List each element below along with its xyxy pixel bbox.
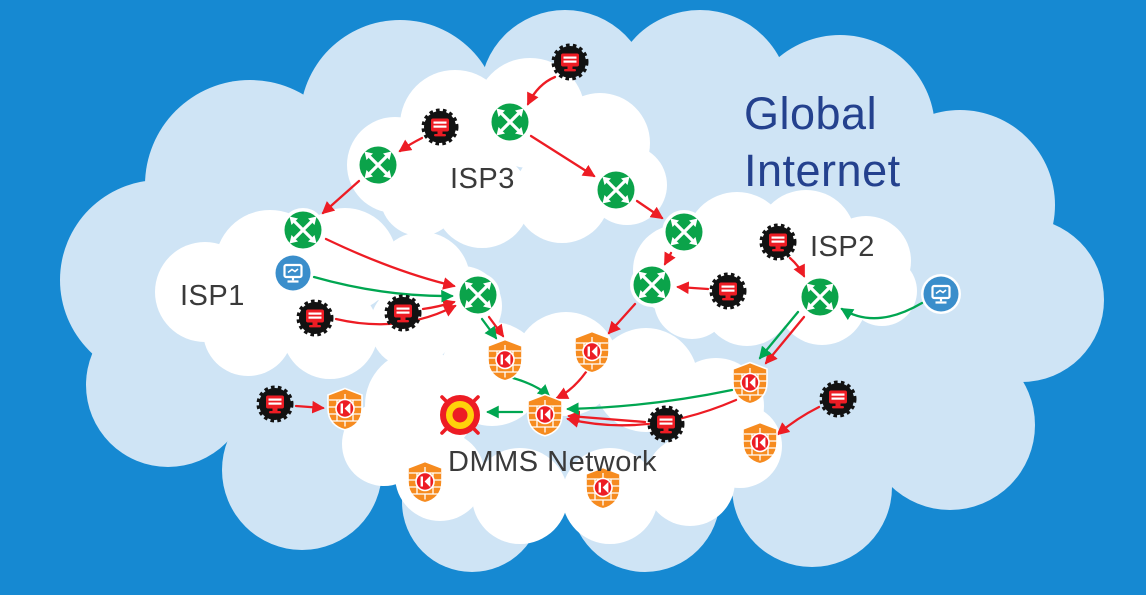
attack-traffic-arrow [324, 237, 456, 290]
router-icon [797, 274, 843, 320]
traffic-arrows [294, 75, 924, 436]
attacker-bot-icon [817, 378, 859, 420]
legit-client-icon [920, 273, 962, 315]
attacker-bot-icon [549, 41, 591, 83]
legit-traffic-arrow [840, 301, 924, 321]
router-icon [661, 209, 707, 255]
legit-traffic-arrow [758, 310, 800, 360]
attacker-bot-icon [254, 383, 296, 425]
router-icon [487, 99, 533, 145]
attack-traffic-arrow [555, 370, 588, 400]
legit-traffic-arrow [480, 317, 498, 340]
firewall-icon [486, 338, 524, 382]
attack-traffic-arrow [663, 251, 676, 266]
title-line-1: Global [744, 88, 878, 139]
router-icon [455, 272, 501, 318]
attacker-bot-icon [419, 106, 461, 148]
isp1-label: ISP1 [180, 280, 245, 312]
attacker-bot-icon [707, 270, 749, 312]
legit-traffic-arrow [566, 388, 734, 416]
attack-traffic-arrow [526, 75, 557, 106]
attack-traffic-arrow [764, 315, 806, 365]
attack-traffic-arrow [635, 199, 664, 220]
attack-traffic-arrow [566, 398, 738, 428]
isp2-label: ISP2 [810, 231, 875, 263]
legit-traffic-arrow [312, 275, 454, 303]
title-line-2: Internet [744, 144, 901, 196]
attacker-bot-icon [294, 297, 336, 339]
legit-client-icon [272, 252, 314, 294]
attack-traffic-arrow [788, 256, 806, 278]
router-icon [280, 207, 326, 253]
isp3-label: ISP3 [450, 163, 515, 195]
attack-traffic-arrow [776, 405, 821, 436]
firewall-icon [741, 421, 779, 465]
attack-traffic-arrow [398, 136, 424, 153]
legit-traffic-arrow [511, 376, 551, 398]
attack-traffic-arrow [676, 281, 710, 295]
router-icon [629, 262, 675, 308]
attack-traffic-arrow [529, 134, 596, 178]
firewall-icon [573, 330, 611, 374]
global-internet-title: Global Internet [744, 86, 901, 199]
attack-traffic-arrow [421, 299, 456, 312]
attack-traffic-arrow [567, 410, 647, 424]
dmms-network-label: DMMS Network [448, 446, 658, 478]
firewall-icon [526, 393, 564, 437]
firewall-icon [731, 361, 769, 405]
firewall-icon [406, 460, 444, 504]
router-icon [593, 167, 639, 213]
attack-traffic-arrow [294, 400, 325, 414]
attack-traffic-arrow [607, 302, 637, 335]
attacker-bot-icon [645, 403, 687, 445]
attack-traffic-arrow [321, 179, 361, 215]
attacker-bot-icon [382, 292, 424, 334]
attacker-bot-icon [757, 221, 799, 263]
firewall-icon [326, 387, 364, 431]
firewall-icon [584, 466, 622, 510]
target-server-icon [435, 390, 485, 440]
router-icon [355, 142, 401, 188]
